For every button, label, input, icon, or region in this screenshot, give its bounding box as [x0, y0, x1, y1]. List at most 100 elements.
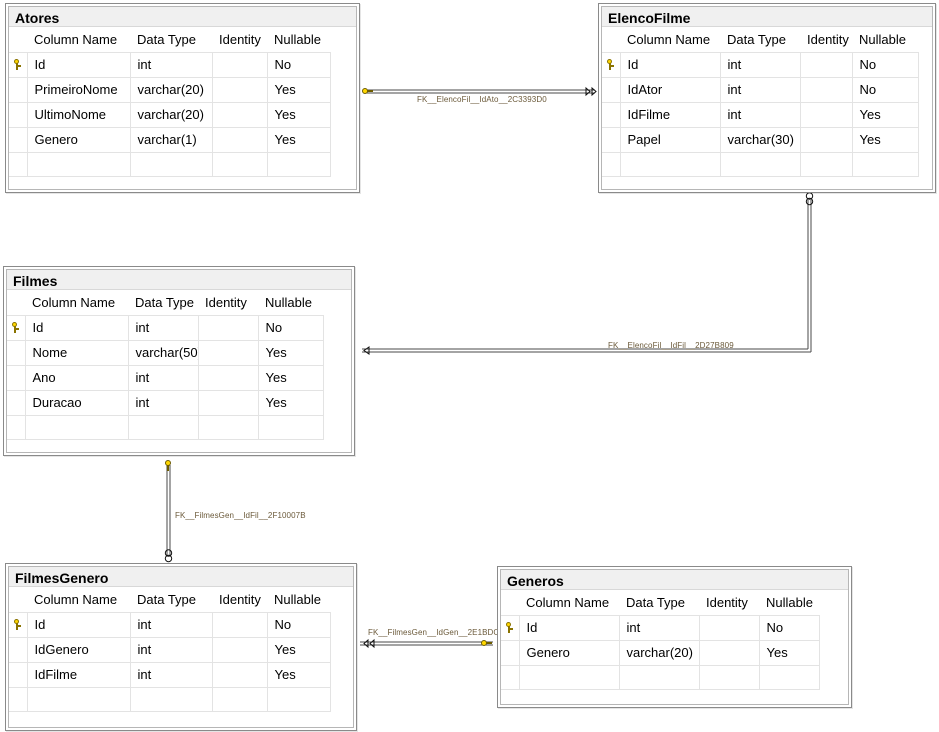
- cell-identity[interactable]: [197, 315, 259, 341]
- cell-column-name[interactable]: [24, 415, 129, 440]
- cell-nullable[interactable]: No: [758, 615, 820, 641]
- cell-data-type[interactable]: varchar(20): [129, 77, 213, 103]
- cell-data-type[interactable]: [129, 152, 213, 177]
- table-row[interactable]: [501, 665, 820, 690]
- cell-nullable[interactable]: No: [851, 77, 919, 103]
- cell-identity[interactable]: [211, 637, 268, 663]
- cell-identity[interactable]: [211, 52, 268, 78]
- cell-column-name[interactable]: [26, 152, 131, 177]
- cell-nullable[interactable]: No: [266, 52, 331, 78]
- relationship-label-fk-elencofilme-idfilme[interactable]: FK__ElencoFil__IdFil__2D27B809: [608, 341, 734, 350]
- cell-column-name[interactable]: Duracao: [24, 390, 129, 416]
- relationship-label-fk-filmesgenero-idgenero[interactable]: FK__FilmesGen__IdGen__2E1BDC42: [368, 628, 509, 637]
- cell-column-name[interactable]: IdAtor: [619, 77, 721, 103]
- cell-column-name[interactable]: Genero: [26, 127, 131, 153]
- cell-nullable[interactable]: Yes: [257, 390, 324, 416]
- cell-nullable[interactable]: No: [257, 315, 324, 341]
- cell-column-name[interactable]: UltimoNome: [26, 102, 131, 128]
- cell-data-type[interactable]: [129, 687, 213, 712]
- cell-identity[interactable]: [799, 152, 853, 177]
- cell-column-name[interactable]: Id: [518, 615, 620, 641]
- cell-column-name[interactable]: [518, 665, 620, 690]
- cell-nullable[interactable]: [758, 665, 820, 690]
- cell-column-name[interactable]: Id: [26, 612, 131, 638]
- cell-nullable[interactable]: [257, 415, 324, 440]
- cell-nullable[interactable]: Yes: [851, 102, 919, 128]
- cell-identity[interactable]: [211, 77, 268, 103]
- cell-nullable[interactable]: Yes: [266, 662, 331, 688]
- cell-data-type[interactable]: int: [618, 615, 700, 641]
- cell-data-type[interactable]: int: [127, 315, 199, 341]
- relationship-label-fk-elencofilme-idator[interactable]: FK__ElencoFil__IdAto__2C3393D0: [417, 95, 547, 104]
- cell-column-name[interactable]: IdFilme: [26, 662, 131, 688]
- cell-data-type[interactable]: int: [719, 77, 801, 103]
- cell-column-name[interactable]: IdFilme: [619, 102, 721, 128]
- cell-identity[interactable]: [799, 127, 853, 153]
- cell-identity[interactable]: [211, 152, 268, 177]
- cell-data-type[interactable]: varchar(30): [719, 127, 801, 153]
- cell-identity[interactable]: [197, 340, 259, 366]
- cell-data-type[interactable]: [618, 665, 700, 690]
- table-row[interactable]: [7, 415, 324, 440]
- cell-identity[interactable]: [211, 662, 268, 688]
- cell-identity[interactable]: [197, 390, 259, 416]
- cell-column-name[interactable]: Nome: [24, 340, 129, 366]
- cell-identity[interactable]: [211, 687, 268, 712]
- cell-nullable[interactable]: Yes: [266, 102, 331, 128]
- cell-data-type[interactable]: int: [719, 52, 801, 78]
- cell-column-name[interactable]: Id: [619, 52, 721, 78]
- cell-identity[interactable]: [211, 102, 268, 128]
- cell-nullable[interactable]: [266, 687, 331, 712]
- cell-data-type[interactable]: int: [127, 365, 199, 391]
- cell-data-type[interactable]: [719, 152, 801, 177]
- cell-identity[interactable]: [698, 640, 760, 666]
- cell-nullable[interactable]: Yes: [266, 127, 331, 153]
- cell-column-name[interactable]: PrimeiroNome: [26, 77, 131, 103]
- cell-nullable[interactable]: Yes: [266, 77, 331, 103]
- cell-data-type[interactable]: int: [129, 637, 213, 663]
- cell-nullable[interactable]: Yes: [851, 127, 919, 153]
- cell-identity[interactable]: [799, 77, 853, 103]
- cell-column-name[interactable]: IdGenero: [26, 637, 131, 663]
- cell-identity[interactable]: [211, 127, 268, 153]
- cell-data-type[interactable]: int: [127, 390, 199, 416]
- table-row[interactable]: [9, 152, 331, 177]
- cell-nullable[interactable]: [266, 152, 331, 177]
- cell-identity[interactable]: [698, 665, 760, 690]
- cell-identity[interactable]: [799, 52, 853, 78]
- cell-data-type[interactable]: int: [129, 612, 213, 638]
- cell-column-name[interactable]: [619, 152, 721, 177]
- cell-column-name[interactable]: Ano: [24, 365, 129, 391]
- cell-data-type[interactable]: varchar(20): [129, 102, 213, 128]
- cell-data-type[interactable]: int: [129, 52, 213, 78]
- table-row[interactable]: [9, 687, 331, 712]
- cell-column-name[interactable]: Id: [24, 315, 129, 341]
- cell-nullable[interactable]: Yes: [758, 640, 820, 666]
- cell-column-name[interactable]: Id: [26, 52, 131, 78]
- cell-data-type[interactable]: varchar(50): [127, 340, 199, 366]
- cell-data-type[interactable]: varchar(1): [129, 127, 213, 153]
- cell-column-name[interactable]: Papel: [619, 127, 721, 153]
